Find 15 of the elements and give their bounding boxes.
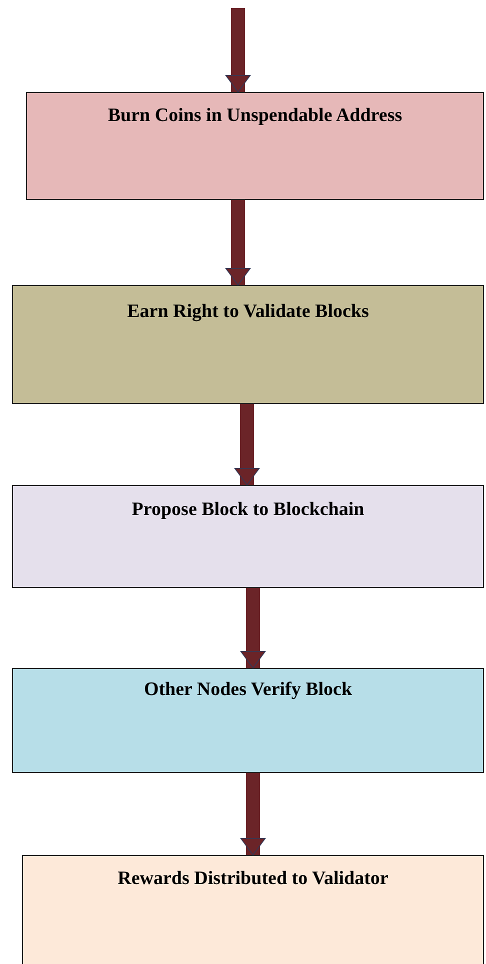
process-box xyxy=(12,485,484,588)
block-arrow xyxy=(240,588,266,668)
step-label: Burn Coins in Unspendable Address xyxy=(108,105,402,127)
block-arrow xyxy=(225,8,251,92)
step-label: Other Nodes Verify Block xyxy=(144,679,352,701)
step-label: Earn Right to Validate Blocks xyxy=(127,301,369,323)
block-arrow xyxy=(234,404,260,486)
block-arrow xyxy=(240,773,266,856)
process-box xyxy=(26,92,484,200)
process-box xyxy=(22,855,484,964)
block-arrow xyxy=(225,200,251,286)
step-label: Rewards Distributed to Validator xyxy=(118,868,388,890)
process-box xyxy=(12,285,484,404)
process-box xyxy=(12,668,484,773)
step-label: Propose Block to Blockchain xyxy=(132,499,364,521)
